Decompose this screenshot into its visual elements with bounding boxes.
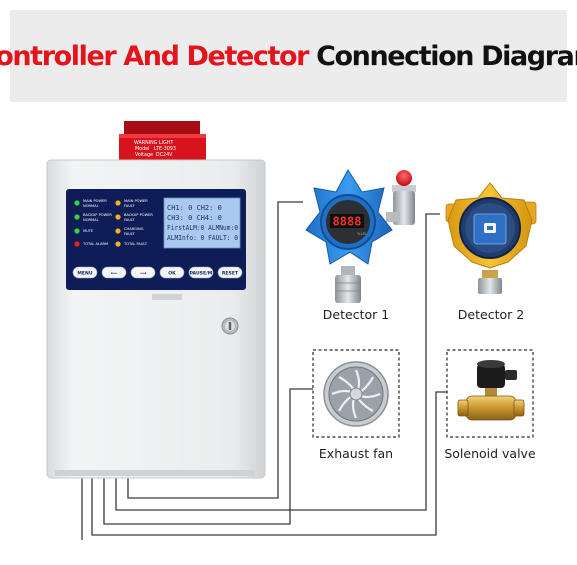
title-red-part: Controller And Detector	[0, 40, 309, 72]
title-banner: Controller And Detector Connection Diagr…	[0, 10, 577, 102]
led-amber-icon	[115, 214, 121, 220]
indicator-main-power-fault: MAIN POWER FAULT	[115, 199, 148, 208]
alarm-light-icon	[396, 170, 412, 186]
warning-light-voltage: DC24V	[156, 152, 173, 158]
indicator-charging-fault: CHARGING FAULT	[115, 227, 144, 236]
detector-2: Detector 2	[445, 182, 537, 322]
svg-text:MENU: MENU	[77, 270, 93, 276]
indicator-main-power-normal: MAIN POWER NORMAL	[74, 199, 107, 208]
controller-cabinet: MAIN POWER NORMAL MAIN POWER FAULT BACKU…	[46, 159, 266, 479]
lcd-line-2: CH3: 0 CH4: 0	[167, 214, 222, 222]
left-arrow-button[interactable]: ⟵	[101, 266, 127, 279]
warning-light-model: LTE-3093	[154, 146, 176, 152]
svg-text:FAULT: FAULT	[124, 218, 135, 222]
indicator-backup-power-fault: BACKUP POWER FAULT	[115, 213, 153, 222]
led-green-icon	[74, 228, 80, 234]
svg-text:PAUSE/M: PAUSE/M	[190, 270, 213, 276]
warning-light: WARNING LIGHT Model LTE-3093 Voltage DC2…	[119, 121, 206, 164]
svg-text:OK: OK	[168, 270, 176, 276]
menu-button[interactable]: MENU	[72, 266, 98, 279]
detector-1-unit: %LEL	[357, 231, 368, 236]
lcd-line-1: CH1: 0 CH2: 0	[167, 204, 222, 212]
detector-1-reading: 8888	[333, 215, 362, 229]
svg-text:TOTAL FAULT: TOTAL FAULT	[123, 242, 148, 246]
led-amber-icon	[115, 241, 121, 247]
exhaust-fan: Exhaust fan	[312, 349, 400, 461]
lcd-line-3: FirstALM:0 ALMNum:0	[167, 224, 238, 232]
panel-buttons: MENU ⟵ ⟶ OK PAUSE/M RESET	[72, 266, 243, 279]
title-black-part: Connection Diagram	[316, 40, 577, 72]
warning-light-voltage-key: Voltage	[135, 152, 153, 158]
led-green-icon	[74, 200, 80, 206]
detector-2-label: Detector 2	[458, 307, 524, 322]
svg-text:FAULT: FAULT	[124, 232, 135, 236]
detector-1-display	[330, 214, 364, 228]
detector-1-label: Detector 1	[323, 307, 389, 322]
exhaust-fan-label: Exhaust fan	[319, 446, 393, 461]
detector-1: 8888 %LEL Detector 1	[305, 169, 416, 322]
led-red-icon	[74, 241, 80, 247]
svg-text:NORMAL: NORMAL	[83, 218, 99, 222]
indicator-leds: MAIN POWER NORMAL MAIN POWER FAULT BACKU…	[74, 199, 153, 247]
svg-text:CHARGING: CHARGING	[124, 227, 144, 231]
led-amber-icon	[115, 228, 121, 234]
svg-text:BACKUP POWER: BACKUP POWER	[83, 213, 112, 217]
solenoid-valve-label: Solenoid valve	[444, 446, 536, 461]
led-green-icon	[74, 214, 80, 220]
svg-text:MAIN POWER: MAIN POWER	[83, 199, 107, 203]
solenoid-valve: Solenoid valve	[444, 349, 536, 461]
svg-text:TOTAL ALARM: TOTAL ALARM	[82, 242, 108, 246]
indicator-total-fault: TOTAL FAULT	[115, 241, 148, 247]
pause-button[interactable]: PAUSE/M	[188, 266, 214, 279]
reset-button[interactable]: RESET	[217, 266, 243, 279]
arrow-right-icon: ⟶	[140, 271, 147, 276]
svg-text:MUTE: MUTE	[83, 229, 94, 233]
indicator-mute: MUTE	[74, 228, 94, 234]
svg-text:RESET: RESET	[222, 270, 239, 276]
svg-text:MAIN POWER: MAIN POWER	[124, 199, 148, 203]
lcd-line-4: ALMInfo: 0 FAULT: 0	[167, 234, 238, 242]
led-amber-icon	[115, 200, 121, 206]
svg-text:FAULT: FAULT	[124, 204, 135, 208]
ok-button[interactable]: OK	[159, 266, 185, 279]
lcd-screen: CH1: 0 CH2: 0 CH3: 0 CH4: 0 FirstALM:0 A…	[163, 197, 241, 249]
indicator-backup-power-normal: BACKUP POWER NORMAL	[74, 213, 112, 222]
svg-text:NORMAL: NORMAL	[83, 204, 99, 208]
diagram-title: Controller And Detector Connection Diagr…	[0, 41, 577, 72]
right-arrow-button[interactable]: ⟶	[130, 266, 156, 279]
indicator-total-alarm: TOTAL ALARM	[74, 241, 108, 247]
wiring	[81, 201, 447, 540]
warning-light-label: WARNING LIGHT	[134, 140, 173, 146]
warning-light-model-key: Model	[135, 146, 149, 152]
arrow-left-icon: ⟵	[111, 271, 118, 276]
svg-text:BACKUP POWER: BACKUP POWER	[124, 213, 153, 217]
cabinet-lock-icon[interactable]	[221, 317, 239, 335]
